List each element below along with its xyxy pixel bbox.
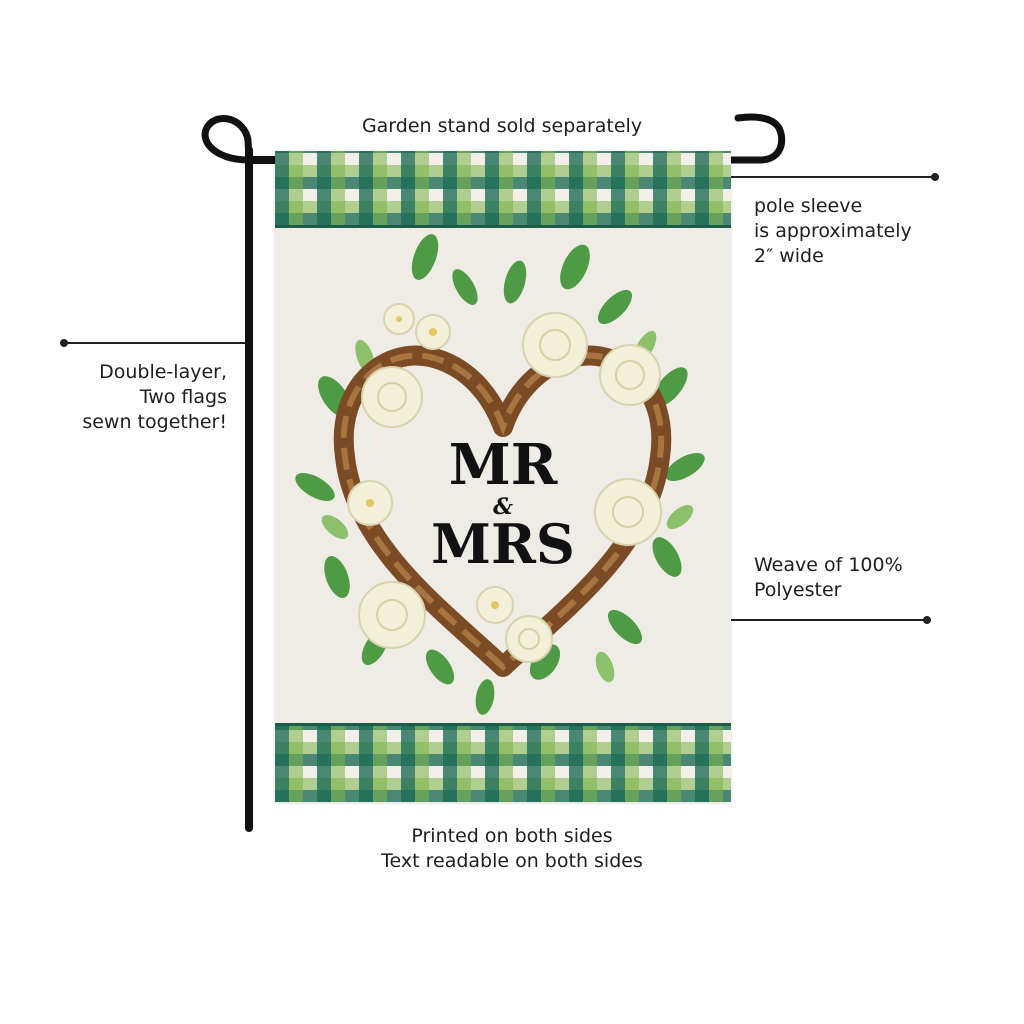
layer-leader-dot (60, 339, 68, 347)
flag-plaid-bottom-band (275, 726, 731, 802)
layer-note: Double-layer, Two flags sewn together! (0, 360, 227, 435)
sleeve-note-line: pole sleeve (754, 195, 863, 217)
layer-note-line: Two flags (139, 386, 227, 408)
material-note-line: Polyester (754, 579, 842, 601)
print-note: Printed on both sides Text readable on b… (0, 824, 1024, 874)
sleeve-leader-line (705, 176, 935, 178)
sleeve-leader-dot (931, 173, 939, 181)
material-note: Weave of 100% Polyester (754, 553, 903, 603)
material-leader-line (716, 619, 928, 621)
flag-title-ampersand: & (493, 494, 513, 520)
sleeve-note-line: 2″ wide (754, 245, 824, 267)
material-note-line: Weave of 100% (754, 554, 903, 576)
material-leader-dot (923, 616, 931, 624)
flag-top-band-edge (275, 225, 731, 228)
garden-flag: MR & MRS (275, 151, 731, 802)
stand-note: Garden stand sold separately (361, 115, 643, 137)
sleeve-note-line: is approximately (754, 220, 912, 242)
layer-note-line: Double-layer, (99, 361, 227, 383)
print-note-line: Text readable on both sides (381, 850, 643, 872)
layer-leader-line (64, 342, 250, 344)
heart-wreath-illustration (295, 234, 705, 715)
flag-title-mrs: MRS (431, 512, 575, 576)
layer-note-line: sewn together! (82, 411, 227, 433)
print-note-line: Printed on both sides (411, 825, 613, 847)
flag-bottom-band-edge (275, 723, 731, 726)
flag-title-mr: MR (448, 432, 558, 498)
sleeve-note: pole sleeve is approximately 2″ wide (754, 194, 912, 269)
flag-plaid-top-band (275, 151, 731, 225)
